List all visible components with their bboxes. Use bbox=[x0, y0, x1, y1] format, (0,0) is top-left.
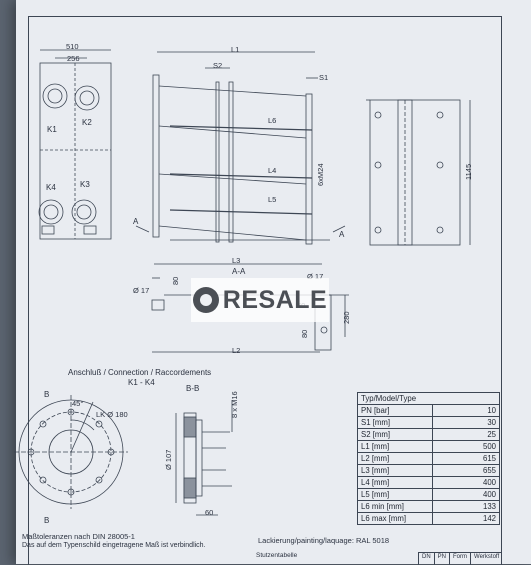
dim-width-outer: 510 bbox=[66, 42, 79, 51]
nameplate-note: Das auf dem Typenschild eingetragene Maß… bbox=[22, 542, 206, 549]
dim-280: 280 bbox=[342, 311, 351, 324]
table-title: Stutzentabelle bbox=[256, 552, 298, 559]
table-row: S2 [mm]25 bbox=[357, 428, 500, 441]
bolt-circle-label: LK Ø 180 bbox=[96, 410, 128, 419]
marker-b-top: B bbox=[44, 390, 50, 399]
length-label: 60 bbox=[205, 508, 214, 517]
section-mark-right: A bbox=[339, 230, 345, 239]
diameter-label: Ø 107 bbox=[164, 449, 173, 470]
table-row: PN [bar]10 bbox=[357, 404, 500, 417]
table-row: L6 max [mm]142 bbox=[357, 512, 500, 525]
tolerance-note: Maßtoleranzen nach DIN 28005-1 bbox=[22, 532, 135, 541]
coating-note: Lackierung/painting/laquage: RAL 5018 bbox=[258, 536, 390, 545]
dim-s1: S1 bbox=[319, 73, 329, 82]
dim-80-top: 80 bbox=[171, 276, 180, 285]
resale-watermark: RESALE bbox=[191, 278, 329, 322]
port-label-k2: K2 bbox=[82, 118, 92, 127]
table-row: S1 [mm]30 bbox=[357, 416, 500, 429]
top-view-outline bbox=[39, 62, 112, 240]
section-bb-title: B-B bbox=[186, 384, 200, 393]
resale-logo-icon bbox=[192, 287, 219, 313]
angle-label: 45° bbox=[72, 399, 84, 408]
dim-height: 1145 bbox=[464, 163, 473, 180]
table-row: L3 [mm]655 bbox=[357, 464, 500, 477]
port-label-k3: K3 bbox=[80, 180, 90, 189]
dim-hole-right: Ø 17 bbox=[307, 272, 324, 281]
side-elevation bbox=[369, 99, 461, 246]
table-row: L5 [mm]400 bbox=[357, 488, 500, 501]
section-aa-title: A-A bbox=[232, 267, 246, 276]
dim-s2: S2 bbox=[213, 61, 223, 70]
marker-b-bottom: B bbox=[44, 516, 50, 525]
dim-80-bottom: 80 bbox=[300, 329, 309, 338]
port-label-k4: K4 bbox=[46, 183, 56, 192]
dim-width-inner: 256 bbox=[67, 54, 80, 63]
table-row: L1 [mm]500 bbox=[357, 440, 500, 453]
rear-plate bbox=[305, 93, 313, 245]
sheet-frame bbox=[28, 16, 502, 565]
section-mark-left: A bbox=[133, 217, 139, 226]
front-plate bbox=[152, 74, 160, 238]
table-row: L2 [mm]615 bbox=[357, 452, 500, 465]
table-row: L4 [mm]400 bbox=[357, 476, 500, 489]
bolts-label: 8 x M16 bbox=[230, 391, 239, 418]
dim-l1: L1 bbox=[231, 45, 240, 54]
dim-l4: L4 bbox=[268, 166, 277, 175]
dim-l3: L3 bbox=[232, 256, 241, 265]
port-label-k1: K1 bbox=[47, 125, 57, 134]
thread-label: 6xM24 bbox=[316, 163, 325, 186]
spec-table-header: Typ/Model/Type bbox=[357, 392, 500, 405]
dim-l6: L6 bbox=[268, 116, 277, 125]
connection-title: Anschluß / Connection / Raccordements bbox=[68, 368, 212, 377]
spec-table: Typ/Model/Type PN [bar]10 S1 [mm]30 S2 [… bbox=[357, 392, 500, 525]
dim-l5: L5 bbox=[268, 195, 277, 204]
table-row: L6 min [mm]133 bbox=[357, 500, 500, 513]
connection-subtitle: K1 - K4 bbox=[128, 378, 155, 387]
dim-hole-left: Ø 17 bbox=[133, 286, 150, 295]
footer-cells: DN PN Form Werkstoff bbox=[418, 552, 503, 565]
dim-l2: L2 bbox=[232, 346, 241, 355]
